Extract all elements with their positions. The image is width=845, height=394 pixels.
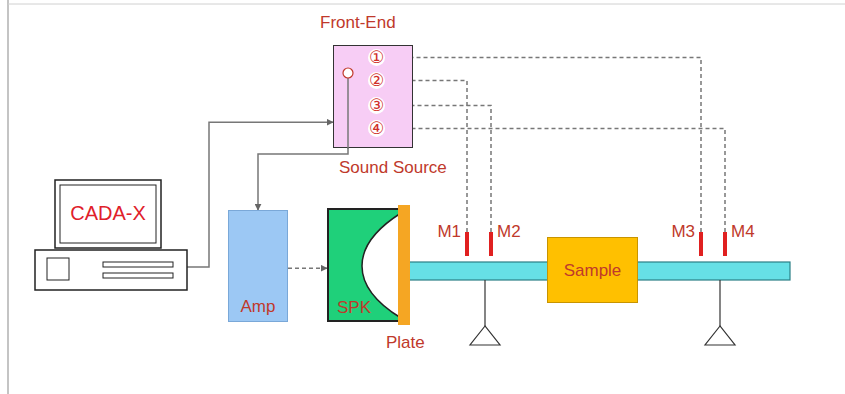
source-stem [347,78,349,149]
pc-base [35,250,187,290]
microphone: M4 [723,232,727,256]
microphone-label: M1 [437,222,461,242]
source-jack [343,68,353,78]
microphone-label: M4 [731,222,755,242]
drive-slot [103,262,173,267]
sample-box: Sample [547,237,638,303]
microphone-label: M3 [671,222,695,242]
microphone: M2 [489,232,493,256]
support-post [484,280,485,326]
port-number: ② [368,70,385,90]
channel-port: ② [368,72,385,89]
port-number: ① [368,47,385,67]
tube [404,262,790,280]
drive-slot [103,273,173,278]
pc-button [47,258,69,280]
support-post [719,280,720,326]
box-label: Sample [548,261,637,281]
box-label: SPK [337,298,371,318]
signal-line [385,58,701,233]
connector-arrow [258,148,348,210]
frame-line [8,4,845,5]
channel-port: ③ [368,97,385,114]
microphone: M3 [699,232,703,256]
support-triangle [705,326,735,345]
box-title: Front-End [320,13,396,33]
computer-drawing [35,178,187,292]
box-label: CADA-X [55,202,161,224]
monitor [55,180,161,248]
speaker: SPK [327,208,401,322]
port-number: ④ [368,118,385,138]
output-label: Sound Source [339,158,447,178]
microphone: M1 [465,232,469,256]
front-end-box: Front-EndSound Source①②③④ [333,45,413,148]
frame-line [7,0,9,394]
signal-line [385,129,725,233]
box-label: Plate [386,333,425,353]
computer: CADA-X [35,178,187,292]
plate: Plate [398,205,410,325]
amplifier-box: Amp [228,210,288,322]
support-triangle [470,326,500,345]
microphone-label: M2 [497,222,521,242]
box-label: Amp [229,297,287,317]
port-number: ③ [368,95,385,115]
channel-port: ① [368,49,385,66]
connector-arrow [288,267,327,269]
channel-port: ④ [368,120,385,137]
